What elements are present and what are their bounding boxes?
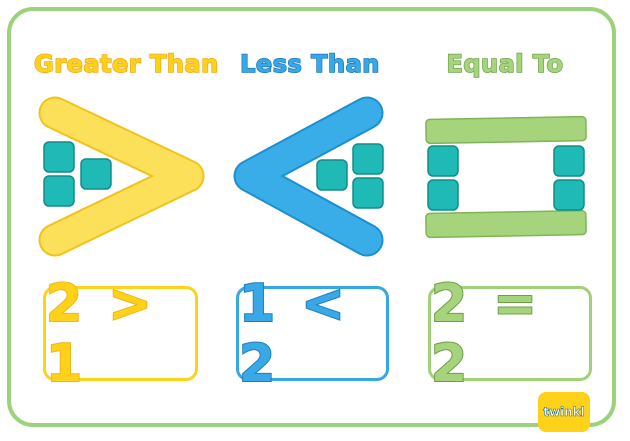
- less-than-symbol-icon: [233, 96, 384, 257]
- counting-cube-icon: [553, 179, 585, 211]
- heading-greater-than: Greater Than: [33, 49, 219, 79]
- counting-cube-icon: [553, 145, 585, 177]
- example-less-text: 1 < 2: [238, 273, 349, 395]
- counting-cube-icon: [427, 179, 459, 211]
- example-greater-text: 2 > 1: [45, 273, 156, 395]
- counting-cube-icon: [427, 145, 459, 177]
- equal-to-symbol-icon: [425, 115, 587, 239]
- heading-less-than: Less Than: [239, 49, 380, 79]
- logo-text: twinkl: [543, 405, 585, 420]
- counting-cube-icon: [43, 141, 75, 173]
- example-box-equal: 2 = 2: [428, 273, 592, 395]
- example-box-greater: 2 > 1: [43, 273, 198, 395]
- example-box-less: 1 < 2: [236, 273, 389, 395]
- cube-group-greater: [43, 141, 112, 207]
- counting-cube-icon: [352, 177, 384, 209]
- cube-group-equal: [427, 145, 585, 211]
- counting-cube-icon: [352, 143, 384, 175]
- example-equal-text: 2 = 2: [430, 273, 541, 395]
- counting-cube-icon: [43, 175, 75, 207]
- counting-cube-icon: [80, 158, 112, 190]
- cube-group-less: [316, 143, 384, 209]
- heading-equal-to: Equal To: [446, 49, 564, 79]
- twinkl-logo: twinkl: [538, 392, 590, 432]
- counting-cube-icon: [316, 159, 348, 191]
- greater-than-symbol-icon: [38, 96, 205, 257]
